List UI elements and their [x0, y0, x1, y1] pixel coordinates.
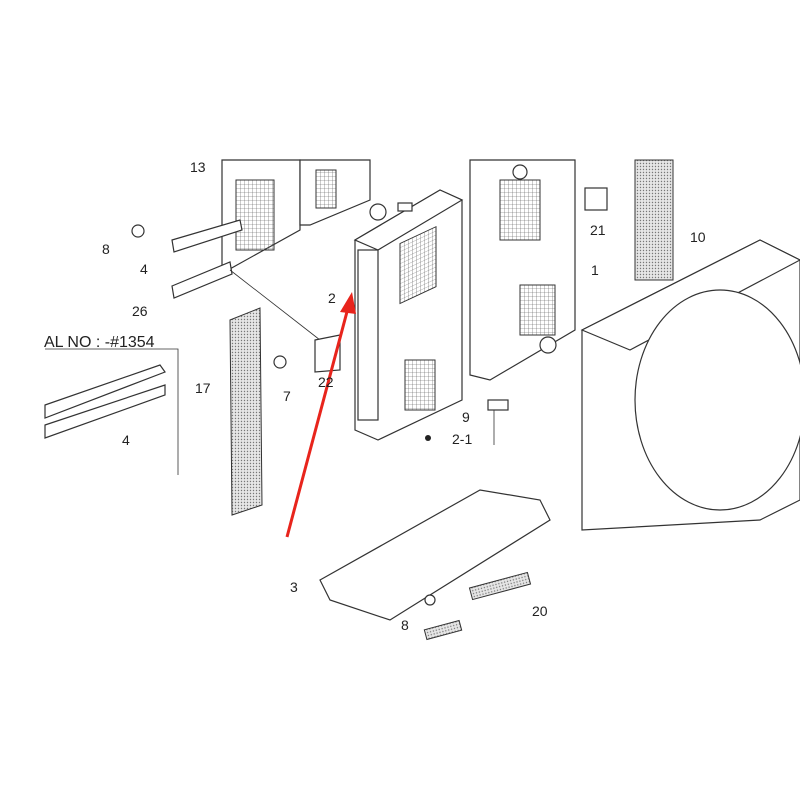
callout-9: 9: [462, 409, 470, 425]
bar-part-4: [171, 219, 243, 253]
callout-13: 13: [190, 159, 206, 175]
callout-7: 7: [283, 388, 291, 404]
callout-21: 21: [590, 222, 606, 238]
callout-22: 22: [318, 374, 334, 390]
callout-8b: 8: [401, 617, 409, 633]
callout-2-1: 2-1: [452, 431, 472, 447]
bolt-part-7: [273, 355, 287, 369]
callout-17: 17: [195, 380, 211, 396]
callout-inset-4: 4: [122, 432, 130, 448]
bracket-part-21: [584, 187, 608, 211]
callout-26: 26: [132, 303, 148, 319]
pad-part-20b: [423, 619, 463, 641]
seal-strip: [634, 159, 674, 281]
frame-part-13: [221, 159, 371, 271]
pointer-arrow: [285, 292, 356, 538]
bar-part-26: [171, 261, 233, 299]
inset-title: AL NO : -#1354: [44, 334, 155, 351]
inset-panel: [44, 348, 179, 475]
base-part-3: [319, 489, 551, 621]
callout-20: 20: [532, 603, 548, 619]
callout-3: 3: [290, 579, 298, 595]
fitting-part-9: [487, 399, 509, 411]
shroud-part-10: [580, 239, 800, 531]
plug-part-2-1: [425, 435, 431, 441]
callout-1: 1: [591, 262, 599, 278]
bolt-part-8: [131, 224, 145, 238]
foam-part-17: [229, 307, 263, 516]
radiator-part-2: [353, 189, 464, 441]
callout-4: 4: [140, 261, 148, 277]
pad-part-20: [468, 571, 532, 601]
core-part-1: [469, 159, 576, 381]
callout-10: 10: [690, 229, 706, 245]
callout-8: 8: [102, 241, 110, 257]
callout-2: 2: [328, 290, 336, 306]
